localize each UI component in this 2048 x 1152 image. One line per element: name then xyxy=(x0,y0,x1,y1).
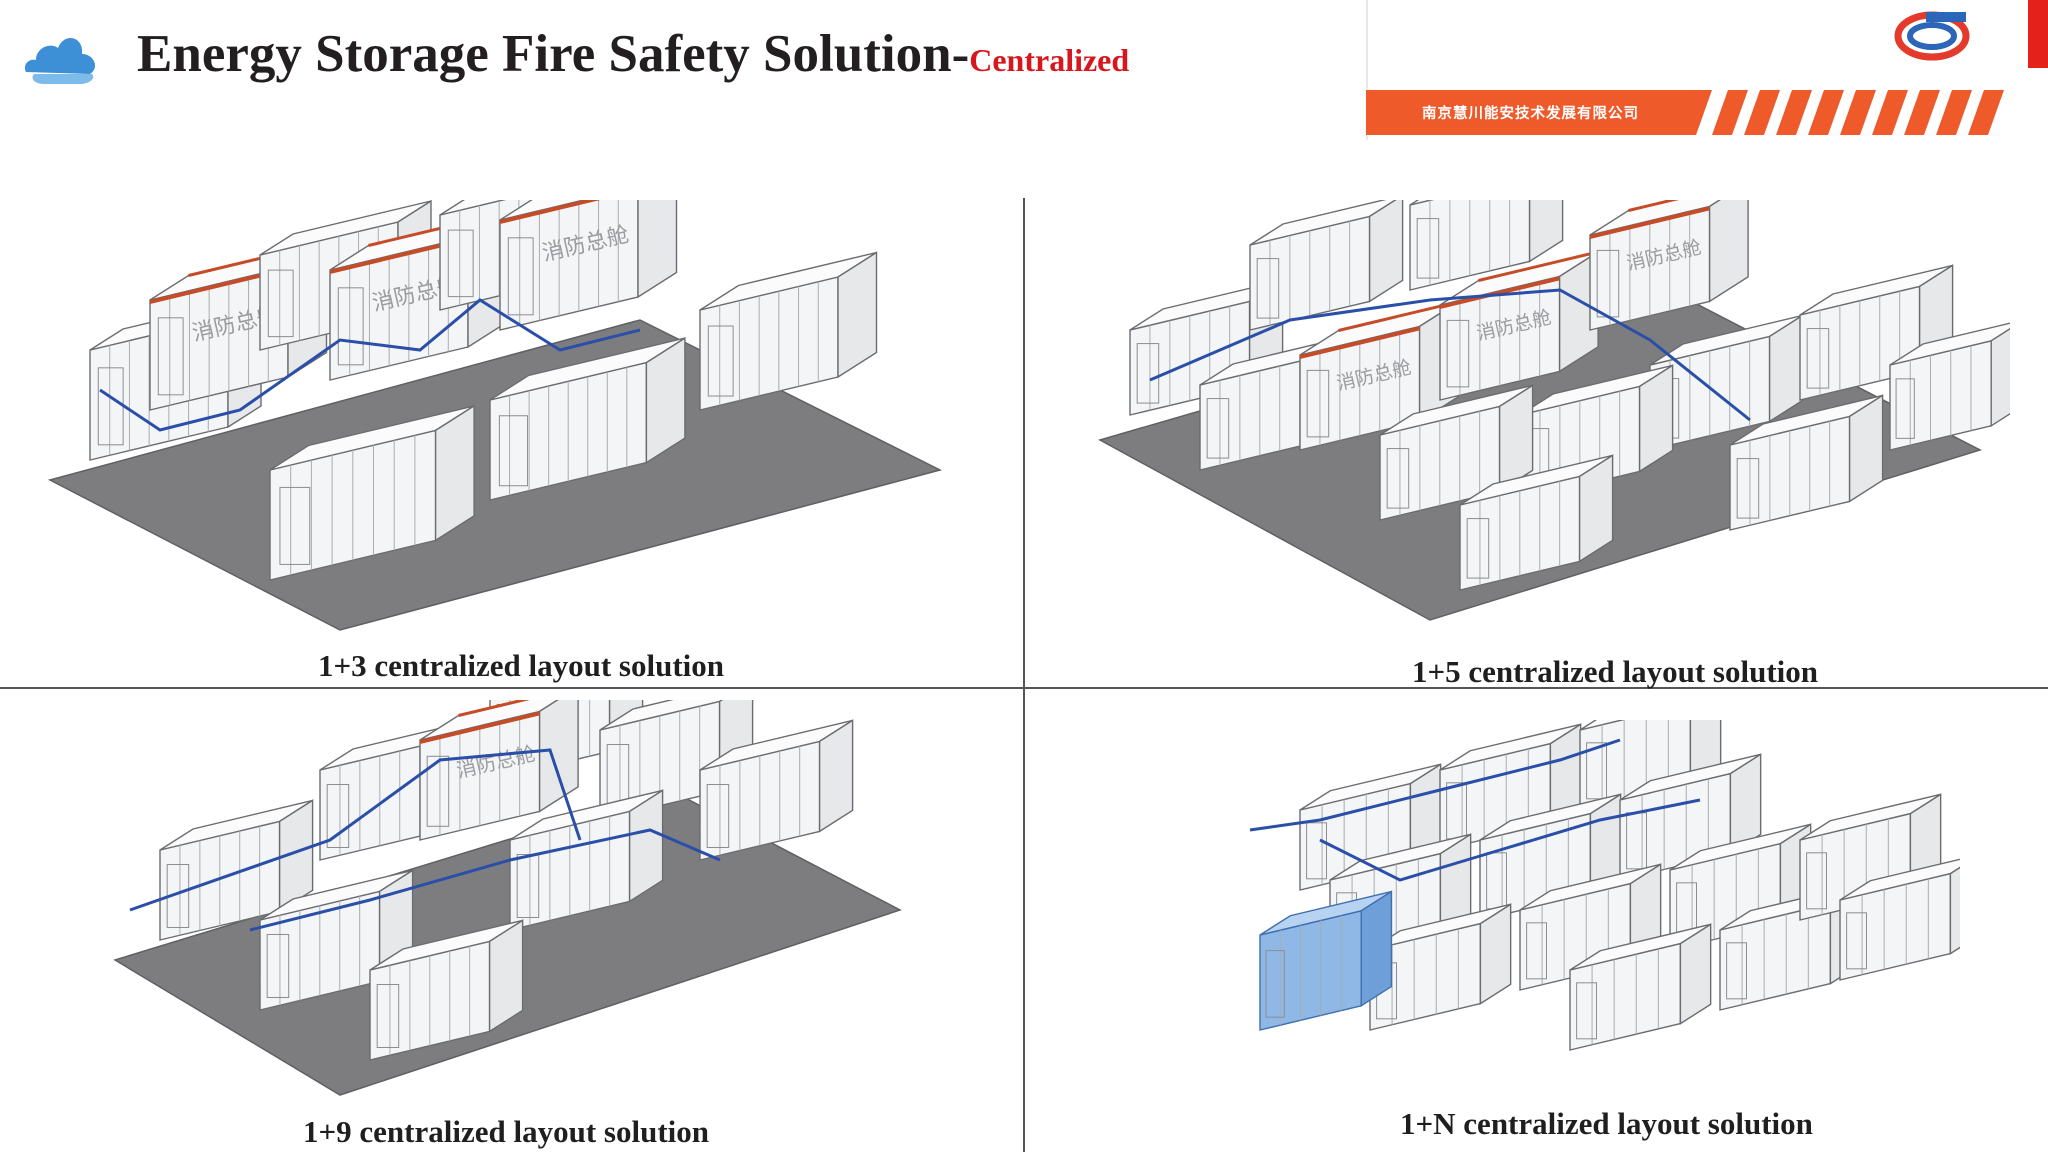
container xyxy=(1369,903,1512,1031)
container xyxy=(489,336,686,501)
pipe-line xyxy=(99,298,641,432)
highlighted-fire-control-container xyxy=(1259,890,1393,1031)
container xyxy=(1569,923,1712,1051)
container xyxy=(1729,394,1884,531)
container xyxy=(159,799,314,941)
fire-control-container: 消防总舱 xyxy=(1439,250,1599,401)
caption-1-3: 1+3 centralized layout solution xyxy=(318,648,725,683)
pipe-line xyxy=(1249,738,1621,832)
pipe-line xyxy=(1149,288,1751,422)
title-suffix: Centralized xyxy=(969,42,1130,78)
container xyxy=(699,251,878,411)
container xyxy=(1379,384,1534,521)
cloud-logo-icon xyxy=(24,37,96,84)
pipe-line xyxy=(1319,798,1701,882)
company-banner xyxy=(1366,0,2048,140)
container xyxy=(1409,200,1564,291)
caption-1-9: 1+9 centralized layout solution xyxy=(303,1114,710,1149)
company-name: 南京慧川能安技术发展有限公司 xyxy=(1422,106,1639,122)
page-title: Energy Storage Fire Safety Solution-Cent… xyxy=(137,25,1130,83)
container xyxy=(369,919,524,1061)
company-emblem-icon xyxy=(1894,11,1970,61)
pipe-line xyxy=(249,828,721,932)
layout-illustration-1-n xyxy=(1249,720,1960,1051)
fire-control-container: 消防总舱 xyxy=(419,700,579,841)
fire-control-container: 消防总舱 xyxy=(1589,200,1749,331)
pipe-line xyxy=(129,748,582,912)
container xyxy=(269,404,475,581)
caption-1-n: 1+N centralized layout solution xyxy=(1400,1106,1813,1141)
vertical-divider xyxy=(1023,198,1025,1152)
container xyxy=(1459,454,1614,591)
container xyxy=(1249,200,1404,331)
fire-control-container: 消防总舱 xyxy=(499,200,678,331)
container xyxy=(1839,858,1960,981)
container xyxy=(1889,322,2010,451)
caption-1-5: 1+5 centralized layout solution xyxy=(1412,654,1819,689)
container xyxy=(699,719,854,861)
layout-illustration-1-9: 消防总舱 xyxy=(113,700,902,1096)
